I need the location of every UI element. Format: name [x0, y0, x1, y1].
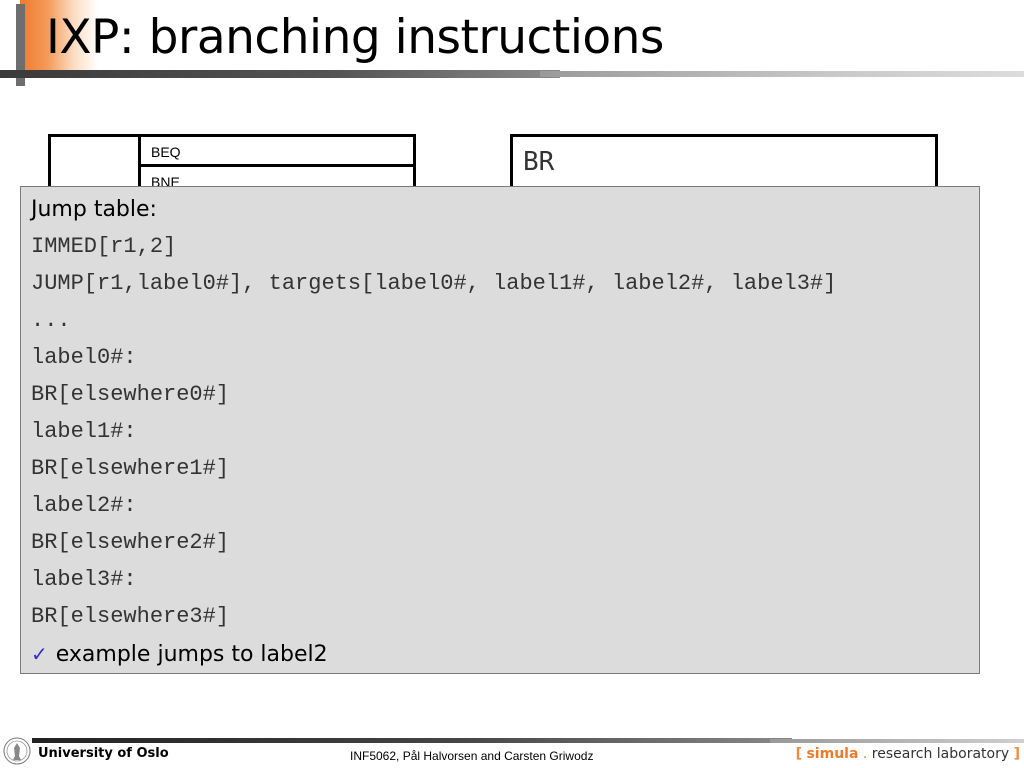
title-vertical-bar	[16, 4, 25, 86]
university-name: University of Oslo	[38, 746, 169, 761]
lab-brand: simula	[806, 746, 859, 762]
title-underline-fade	[540, 71, 1024, 77]
code-line: ...	[31, 308, 71, 333]
title-underline	[0, 70, 560, 78]
course-credit: INF5062, Pål Halvorsen and Carsten Griwo…	[350, 749, 594, 763]
code-line: JUMP[r1,label0#], targets[label0#, label…	[31, 271, 837, 296]
slide-title: IXP: branching instructions	[46, 10, 664, 65]
code-line: BR[elsewhere0#]	[31, 382, 230, 407]
checkmark-icon: ✓	[31, 642, 48, 666]
footer-rule-fade	[770, 739, 1024, 743]
bullet-text: example jumps to label2	[55, 642, 328, 667]
university-seal-icon	[3, 737, 31, 765]
code-line: label1#:	[31, 419, 137, 444]
lab-name: research laboratory	[871, 746, 1010, 762]
table-left-cell	[51, 137, 141, 201]
code-line: IMMED[r1,2]	[31, 234, 177, 259]
table-row-beq: BEQ	[141, 137, 413, 167]
lab-bracket-close: ]	[1013, 746, 1020, 762]
code-line: label0#:	[31, 345, 137, 370]
footer-rule	[32, 738, 792, 743]
bullet-item: ✓ example jumps to label2	[31, 639, 979, 671]
code-line: BR[elsewhere1#]	[31, 456, 230, 481]
br-instruction-box: BR	[510, 134, 938, 194]
title-accent-decoration	[20, 0, 98, 78]
code-line: label3#:	[31, 567, 137, 592]
panel-heading: Jump table:	[31, 197, 157, 222]
lab-dot: .	[862, 746, 868, 762]
lab-bracket-open: [	[795, 746, 803, 762]
code-line: label2#:	[31, 493, 137, 518]
lab-logo: [ simula . research laboratory ]	[796, 746, 1020, 762]
code-line: BR[elsewhere3#]	[31, 604, 230, 629]
code-line: BR[elsewhere2#]	[31, 530, 230, 555]
jump-table-panel: Jump table: IMMED[r1,2] JUMP[r1,label0#]…	[20, 186, 980, 674]
